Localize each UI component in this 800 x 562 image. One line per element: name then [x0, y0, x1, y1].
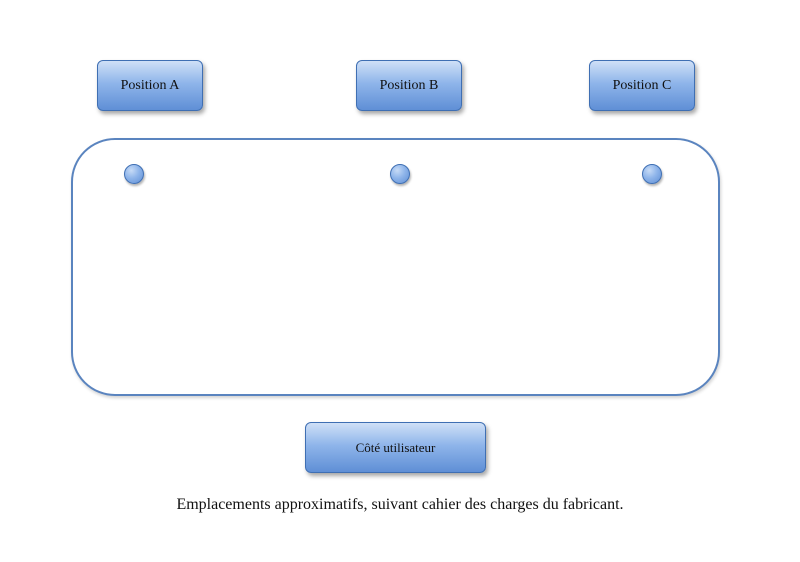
position-a-box: Position A — [97, 60, 203, 111]
position-c-box: Position C — [589, 60, 695, 111]
position-b-box: Position B — [356, 60, 462, 111]
position-b-marker — [390, 164, 410, 184]
position-c-label: Position C — [612, 77, 672, 93]
position-a-label: Position A — [120, 77, 180, 93]
caption: Emplacements approximatifs, suivant cahi… — [176, 496, 624, 513]
position-a-marker — [124, 164, 144, 184]
user-side-box: Côté utilisateur — [305, 422, 486, 473]
position-c-marker — [642, 164, 662, 184]
user-side-label: Côté utilisateur — [355, 439, 436, 455]
position-b-label: Position B — [379, 77, 439, 93]
